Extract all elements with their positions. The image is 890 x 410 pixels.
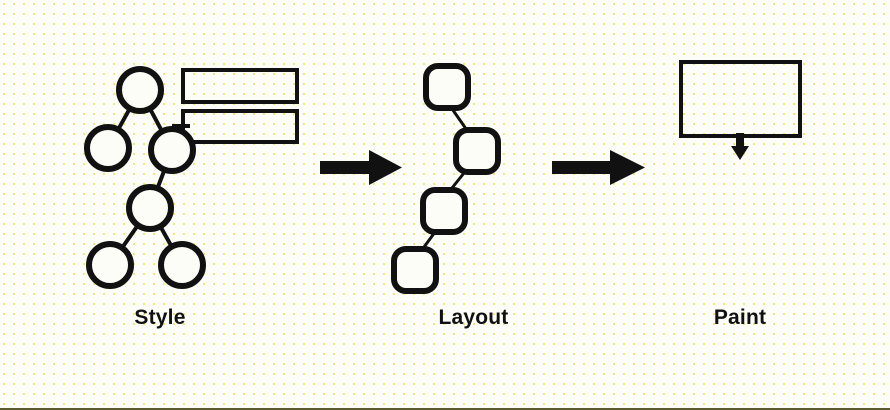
- style-tree-nodes: [84, 66, 206, 289]
- stage-label-layout: Layout: [438, 306, 509, 329]
- dom-node-styled: [148, 126, 196, 174]
- style-rule-rectangles: [181, 68, 299, 144]
- layout-box-3: [420, 187, 468, 235]
- stage-style: Style: [0, 0, 320, 410]
- layout-box-4: [391, 246, 439, 294]
- dom-node-middle: [126, 184, 174, 232]
- bottom-rule-divider: [0, 408, 890, 410]
- layout-boxes: [391, 63, 501, 294]
- layout-box-1: [423, 63, 471, 111]
- arrow-right-icon-style-to-layout: [320, 150, 402, 185]
- stage-layout: Layout: [386, 0, 561, 410]
- style-tree-edges: [106, 89, 184, 267]
- dom-node-leaf-left: [86, 241, 134, 289]
- arrow-right-icon-layout-to-paint: [552, 150, 645, 185]
- dom-node-root: [116, 66, 164, 114]
- stage-label-style: Style: [134, 306, 186, 329]
- layout-box-2: [453, 127, 501, 175]
- style-rule-rect-bottom: [181, 109, 299, 144]
- style-rule-rect-top: [181, 68, 299, 104]
- layout-chain-graphic: [391, 63, 501, 294]
- dom-node-left: [84, 124, 132, 172]
- paint-canvas-graphic: [679, 60, 802, 160]
- stage-label-paint: Paint: [713, 306, 767, 329]
- stage-paint: Paint: [650, 0, 830, 410]
- paint-down-arrow-icon: [731, 133, 749, 160]
- dom-node-leaf-right: [158, 241, 206, 289]
- style-tree-graphic: [84, 66, 299, 289]
- paint-surface-rect: [679, 60, 802, 138]
